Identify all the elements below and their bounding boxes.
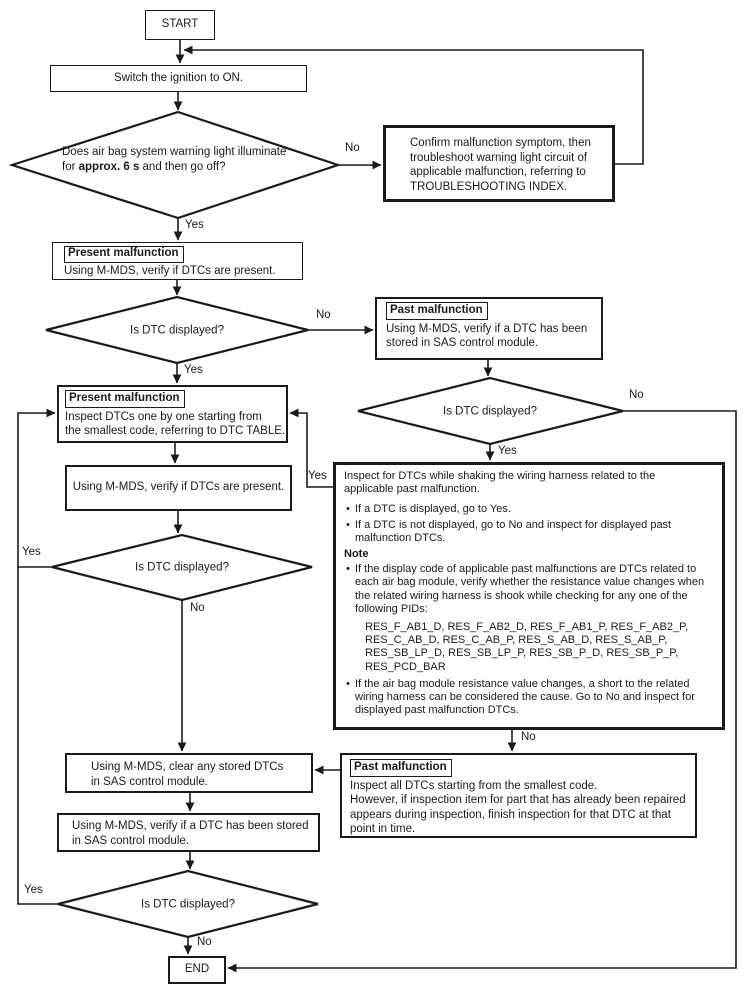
- no-label: No: [521, 731, 536, 743]
- dtc-displayed-3-diamond: [51, 533, 313, 602]
- past-malfunction-verify-node: Past malfunction Using M-MDS, verify if …: [375, 297, 603, 360]
- note-intro: Inspect for DTCs while shaking the wirin…: [344, 470, 656, 496]
- no-label: No: [629, 389, 644, 401]
- shake-harness-note-node: Inspect for DTCs while shaking the wirin…: [333, 462, 725, 730]
- start-node: START: [145, 10, 215, 40]
- dtc-displayed-1-text: Is DTC displayed?: [130, 324, 224, 337]
- note-bullet: If a DTC is not displayed, go to No and …: [344, 519, 715, 545]
- edge-feedback-loop: [183, 45, 644, 165]
- dtc-displayed-4-text: Is DTC displayed?: [141, 898, 235, 911]
- start-label: START: [161, 18, 199, 31]
- edge-left-loop-up: [17, 408, 58, 905]
- yes-label: Yes: [24, 884, 43, 896]
- no-label: No: [197, 936, 212, 948]
- verify-dtc-stored-node: Using M-MDS, verify if a DTC has been st…: [57, 813, 320, 852]
- no-label: No: [190, 602, 205, 614]
- dtc-displayed-1-diamond: [45, 295, 309, 365]
- warning-light-decision-diamond: [8, 110, 342, 220]
- past-malfunction-label: Past malfunction: [386, 302, 488, 320]
- end-label: END: [184, 963, 210, 976]
- no-label: No: [316, 309, 331, 321]
- yes-label: Yes: [498, 445, 517, 457]
- verify-dtcs-present-node: Using M-MDS, verify if DTCs are present.: [65, 465, 292, 511]
- clear-dtcs-node: Using M-MDS, clear any stored DTCs in SA…: [65, 753, 313, 793]
- dtc-displayed-2-text: Is DTC displayed?: [443, 405, 537, 418]
- present-malfunction-inspect-node: Present malfunction Inspect DTCs one by …: [57, 385, 288, 443]
- note-bullet: If the air bag module resistance value c…: [344, 678, 715, 718]
- edge-note-yes-to-inspect: [289, 408, 335, 488]
- no-label: No: [345, 142, 360, 154]
- pid-list: RES_F_AB1_D, RES_F_AB2_D, RES_F_AB1_P, R…: [365, 621, 689, 673]
- switch-ignition-node: Switch the ignition to ON.: [50, 65, 307, 92]
- present-malfunction-label: Present malfunction: [64, 246, 184, 263]
- dtc-displayed-3-text: Is DTC displayed?: [135, 561, 229, 574]
- end-node: END: [168, 956, 226, 984]
- yes-label: Yes: [184, 364, 203, 376]
- note-bullet: If the display code of applicable past m…: [344, 563, 715, 616]
- dtc-displayed-4-diamond: [57, 869, 319, 939]
- present-malfunction-label: Present malfunction: [65, 390, 185, 408]
- confirm-malfunction-node: Confirm malfunction symptom, then troubl…: [383, 125, 615, 202]
- present-malfunction-verify-node: Present malfunction Using M-MDS, verify …: [52, 242, 303, 280]
- yes-label: Yes: [22, 546, 41, 558]
- yes-label: Yes: [308, 470, 327, 482]
- past-malfunction-label: Past malfunction: [350, 759, 452, 777]
- warning-light-decision-text: Does air bag system warning light illumi…: [62, 146, 287, 173]
- edge-decision3-no-to-end: [227, 410, 737, 973]
- note-bullet: If a DTC is displayed, go to Yes.: [344, 503, 715, 516]
- switch-ignition-label: Switch the ignition to ON.: [113, 71, 244, 84]
- yes-label: Yes: [185, 219, 204, 231]
- dtc-displayed-2-diamond: [357, 376, 624, 446]
- past-malfunction-inspect-node: Past malfunction Inspect all DTCs starti…: [340, 753, 697, 838]
- note-heading: Note: [344, 548, 369, 561]
